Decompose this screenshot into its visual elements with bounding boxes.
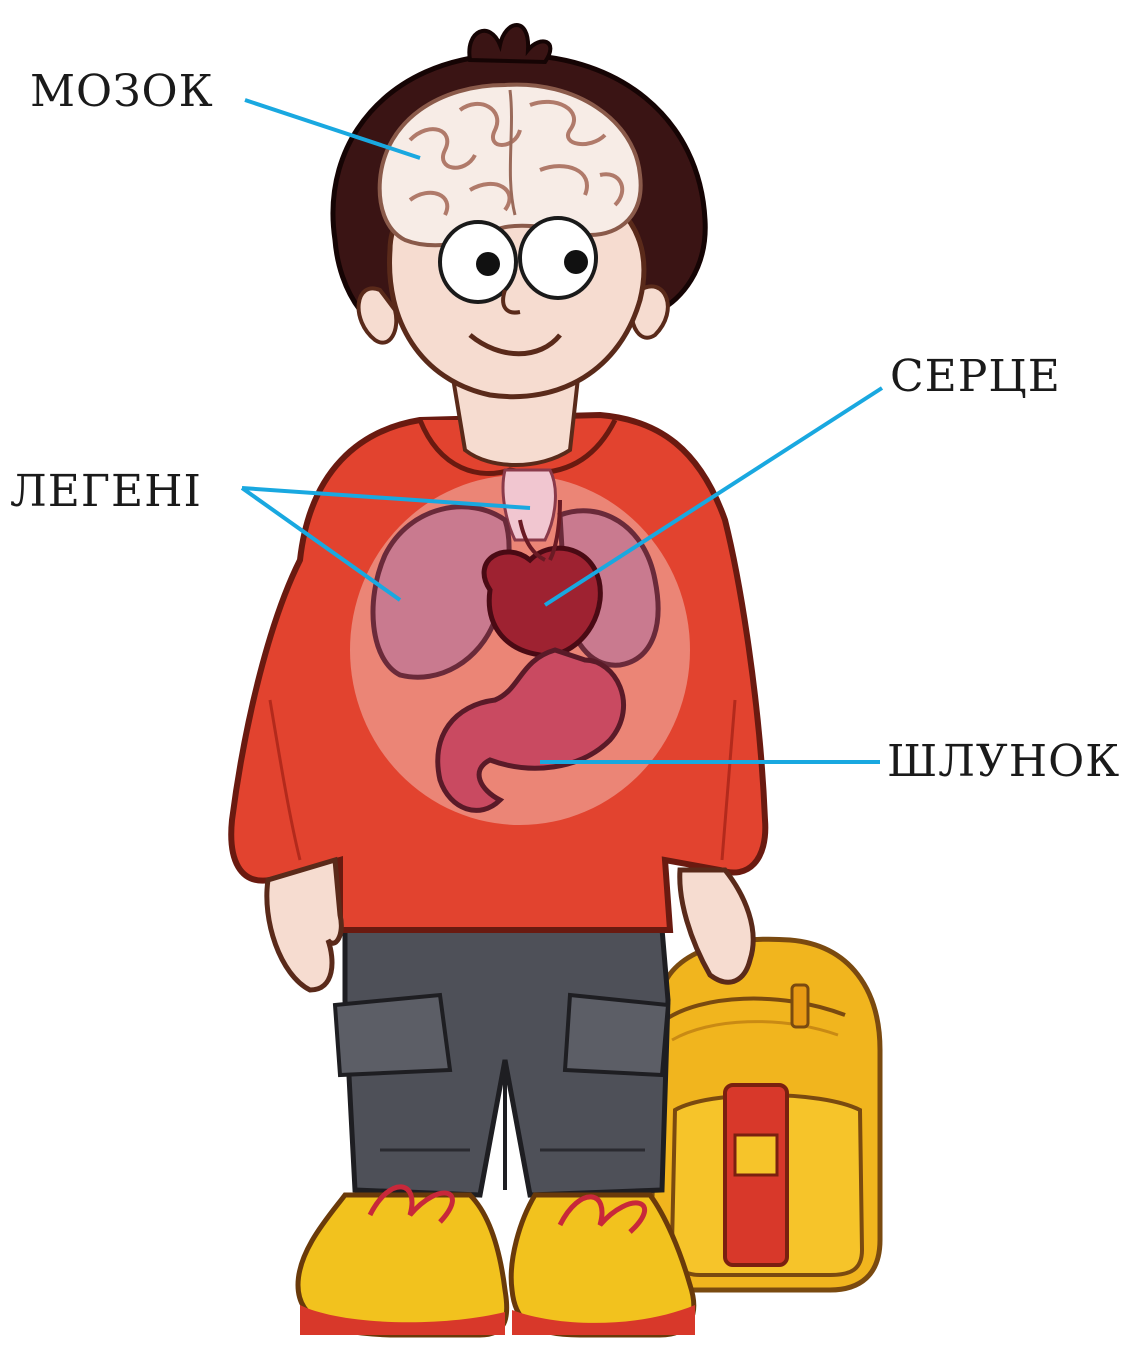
brain-label: МОЗОК	[30, 70, 214, 114]
pants	[335, 905, 668, 1195]
head	[333, 25, 705, 397]
shoes	[298, 1187, 695, 1335]
backpack	[650, 939, 880, 1290]
lungs-label: ЛЕГЕНІ	[10, 470, 202, 514]
heart-label: СЕРЦЕ	[890, 355, 1061, 399]
stomach-label: ШЛУНОК	[887, 740, 1120, 784]
